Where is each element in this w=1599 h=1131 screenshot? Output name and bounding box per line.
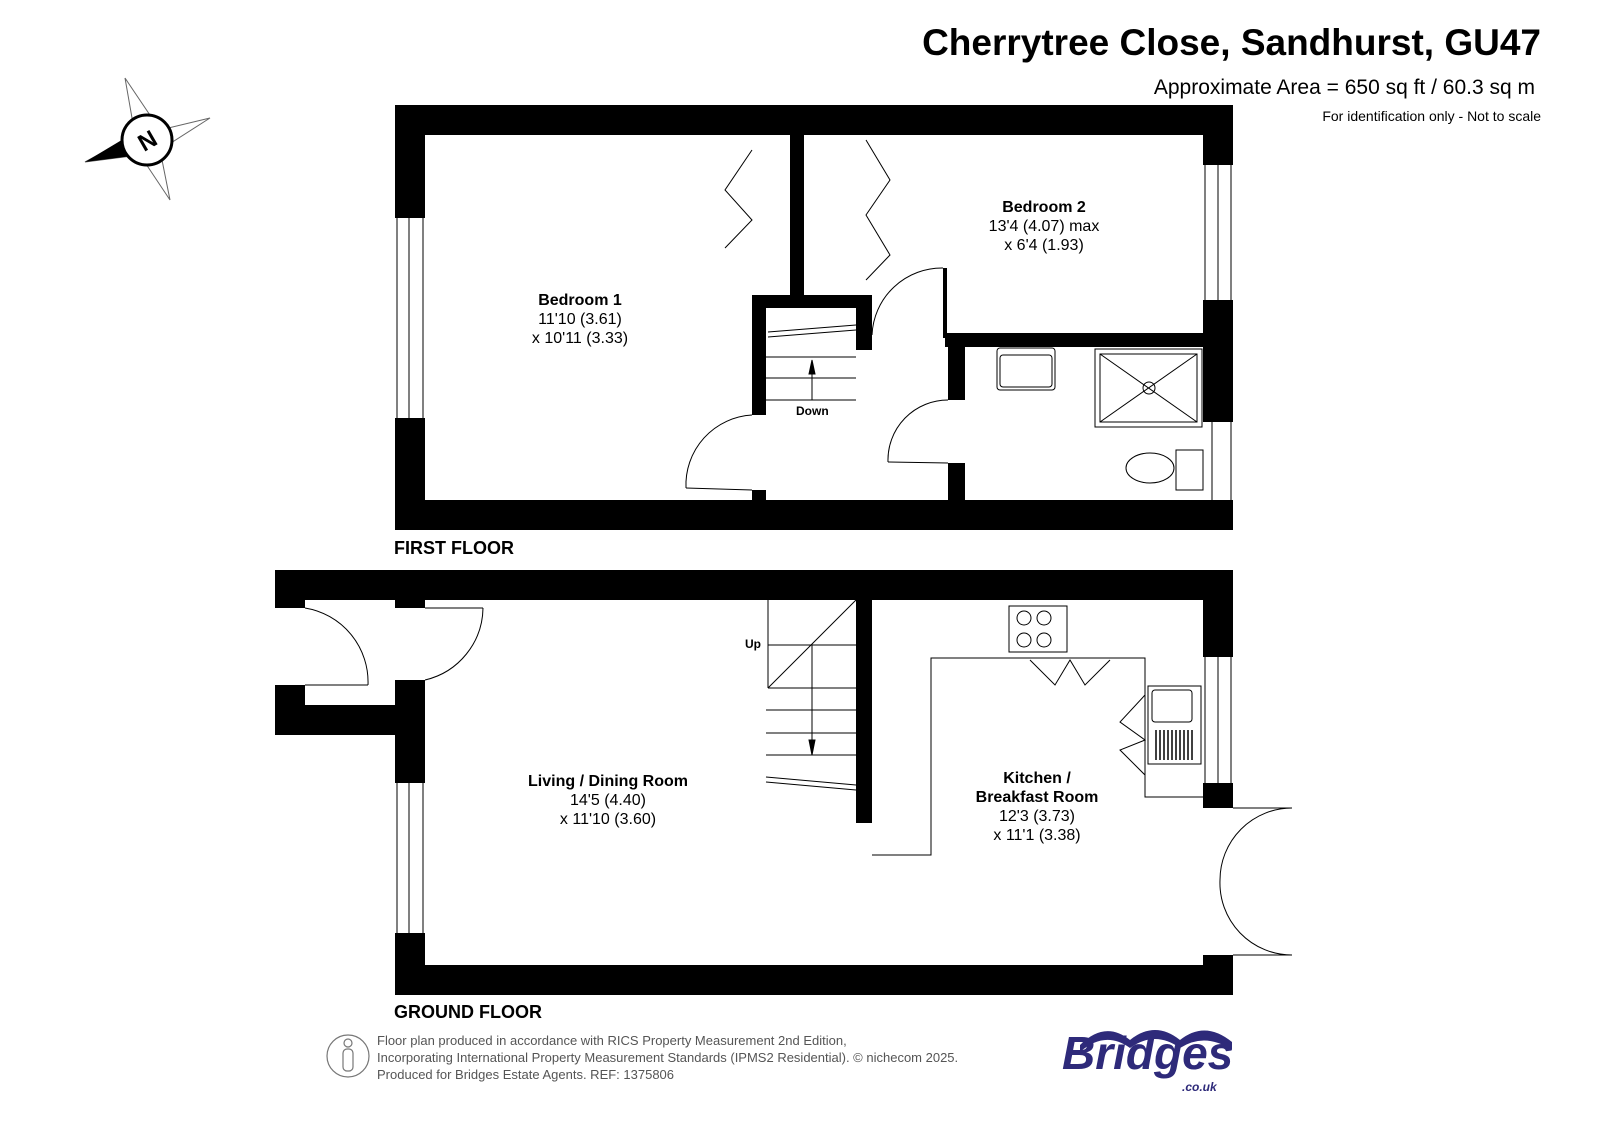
- room-name: Kitchen /: [1003, 770, 1071, 787]
- logo-arches: [1080, 1030, 1232, 1052]
- room-dim: x 10'11 (3.33): [531, 330, 629, 347]
- room-dim: x 11'10 (3.60): [559, 811, 657, 828]
- compass-north-icon: N: [84, 77, 211, 201]
- room-bedroom-2: Bedroom 2 13'4 (4.07) max x 6'4 (1.93): [989, 198, 1100, 255]
- stairs-down-label: Down: [796, 404, 829, 418]
- room-dim: x 6'4 (1.93): [1004, 237, 1084, 254]
- first-floor-label: FIRST FLOOR: [394, 538, 514, 558]
- room-dim: x 11'1 (3.38): [993, 827, 1081, 844]
- room-name: Living / Dining Room: [528, 773, 688, 790]
- ground-floor-label: GROUND FLOOR: [394, 1002, 542, 1022]
- room-living-dining: Living / Dining Room 14'5 (4.40) x 11'10…: [528, 772, 688, 829]
- property-title: Cherrytree Close, Sandhurst, GU47: [922, 22, 1541, 63]
- room-name-2: Breakfast Room: [975, 789, 1099, 806]
- footer-text: Floor plan produced in accordance with R…: [377, 1032, 958, 1083]
- ground-floor-fixtures: [304, 599, 1293, 956]
- footer-line: Floor plan produced in accordance with R…: [377, 1033, 847, 1048]
- stairs-up-label: Up: [745, 637, 761, 651]
- room-dim: 12'3 (3.73): [998, 808, 1075, 825]
- room-dim: 11'10 (3.61): [538, 311, 622, 328]
- footer-line: Produced for Bridges Estate Agents. REF:…: [377, 1067, 675, 1082]
- room-kitchen: Kitchen / Breakfast Room 12'3 (3.73) x 1…: [976, 769, 1099, 845]
- room-name: Bedroom 2: [1002, 199, 1086, 216]
- room-name: Bedroom 1: [538, 292, 622, 309]
- logo-suffix: .co.uk: [1182, 1080, 1217, 1094]
- footer-line: Incorporating International Property Mea…: [377, 1050, 959, 1065]
- logo-text: Bridges: [1062, 1027, 1234, 1079]
- approximate-area: Approximate Area = 650 sq ft / 60.3 sq m: [1153, 76, 1535, 99]
- first-floor-fixtures: [396, 139, 1232, 500]
- room-dim: 14'5 (4.40): [569, 792, 646, 809]
- room-bedroom-1: Bedroom 1 11'10 (3.61) x 10'11 (3.33): [532, 291, 628, 348]
- bridges-logo: Bridges .co.uk: [1060, 1020, 1240, 1096]
- disclaimer: For identification only - Not to scale: [1322, 108, 1541, 124]
- room-dim: 13'4 (4.07) max: [988, 218, 1100, 235]
- first-floor-walls: [395, 105, 1233, 530]
- person-icon: [326, 1034, 370, 1078]
- ground-floor-walls: [275, 570, 1233, 995]
